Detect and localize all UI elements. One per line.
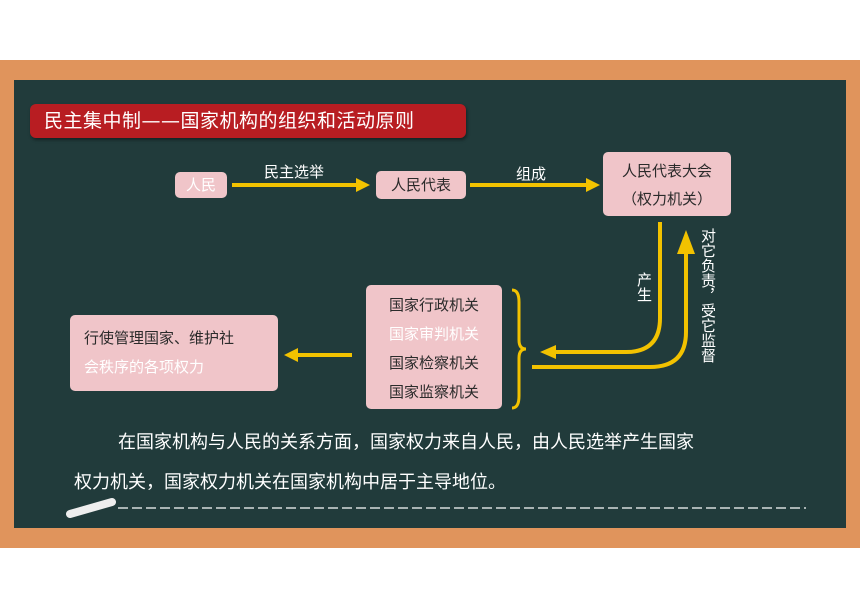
arrow-produce-head	[540, 345, 556, 359]
arrow-responsible-head	[677, 230, 695, 254]
node-duties-line-1: 行使管理国家、维护社	[84, 329, 235, 347]
node-npc: 人民代表大会 （权力机关）	[603, 152, 731, 216]
edge-label-responsible: 对它负责，受它监督	[699, 228, 717, 363]
node-organ-administrative: 国家行政机关	[388, 296, 479, 314]
summary-line-2: 权力机关，国家权力机关在国家机构中居于主导地位。	[74, 472, 506, 493]
node-state-organs: 国家行政机关 国家审判机关 国家检察机关 国家监察机关	[366, 285, 502, 409]
edge-label-produce: 产生	[635, 272, 653, 302]
node-duties: 行使管理国家、维护社 会秩序的各项权力	[70, 315, 278, 391]
node-duties-line-2: 会秩序的各项权力	[84, 358, 205, 376]
arrow-produce	[556, 222, 662, 354]
node-organ-judicial: 国家审判机关	[388, 325, 479, 343]
chalk-icon	[66, 498, 116, 518]
node-organ-procuratorial: 国家检察机关	[388, 354, 479, 372]
node-representatives: 人民代表	[376, 171, 466, 199]
node-organ-supervisory: 国家监察机关	[388, 383, 479, 401]
organs-brace	[511, 288, 527, 410]
title-banner: 民主集中制——国家机构的组织和活动原则	[30, 104, 466, 138]
node-npc-line-2: （权力机关）	[621, 190, 712, 208]
edge-label-elect: 民主选举	[264, 163, 325, 181]
arrow-elect-head	[356, 178, 370, 192]
summary-line-1: 在国家机构与人民的关系方面，国家权力来自人民，由人民选举产生国家	[118, 432, 694, 453]
edge-label-form: 组成	[516, 165, 547, 183]
arrow-form-head	[586, 178, 600, 192]
arrow-responsible	[532, 254, 688, 369]
node-npc-line-1: 人民代表大会	[621, 162, 712, 180]
arrow-duty-head	[284, 348, 298, 362]
node-people: 人民	[175, 172, 227, 198]
